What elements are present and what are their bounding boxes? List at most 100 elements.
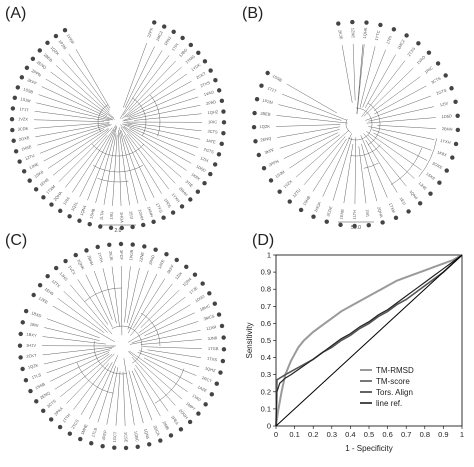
tree-a-leaf-label: 1LTH xyxy=(98,210,105,220)
tree-b-leaf-dot xyxy=(311,214,316,219)
tree-c-leaf-dot xyxy=(95,244,100,250)
tree-c-leaf-label: 1ATE xyxy=(157,258,166,269)
tree-a-leaf-dot xyxy=(151,219,156,225)
tree-b-leaf-dot xyxy=(268,178,274,183)
tree-b-leaf-dot xyxy=(455,113,460,118)
tree-a-leaf-dot xyxy=(87,221,92,227)
tree-c-leaf-label: 2CKT xyxy=(26,353,37,359)
tree-c-leaf-dot xyxy=(53,265,59,271)
tree-b-leaf-dot xyxy=(352,223,357,229)
roc-x-axis-title: 1 - Specificity xyxy=(345,444,393,453)
tree-a-leaf-dot xyxy=(152,20,157,25)
tree-a-leaf-label: 1QN4 xyxy=(79,204,88,216)
roc-x-tick-label: 0.7 xyxy=(401,430,411,439)
tree-c-leaf-label: 1VZX xyxy=(67,264,77,275)
tree-c-leaf-dot xyxy=(31,292,36,298)
roc-x-tick-label: 0.8 xyxy=(420,430,430,439)
tree-a-leaf-dot xyxy=(180,35,185,41)
roc-x-tick-label: 0.3 xyxy=(327,430,337,439)
tree-a-leaf-label: 3TIE xyxy=(184,179,194,189)
tree-c-leaf-label: 2ENQ xyxy=(39,390,51,400)
tree-b-leaf-dot xyxy=(256,152,262,158)
tree-a-leaf-dot xyxy=(21,169,27,174)
tree-c-leaf-dot xyxy=(200,281,205,286)
tree-a-leaf-label: 2ENQ xyxy=(36,59,48,70)
tree-c-leaf-label: 2RCT xyxy=(201,375,213,384)
tree-c-leaf-label: 1QN5 xyxy=(143,428,151,440)
tree-b-leaf-label: 1ZNE xyxy=(350,28,355,39)
tree-b-leaf-dot xyxy=(366,223,371,228)
tree-a-leaf-dot xyxy=(62,28,68,33)
tree-a-leaf-label: 2ZPX xyxy=(146,27,154,38)
tree-c-leaf-label: 1MHE xyxy=(80,423,89,435)
tree-b-leaf-dot xyxy=(453,141,459,147)
tree-c-leaf-dot xyxy=(23,308,29,314)
tree-c-leaf-dot xyxy=(57,424,63,430)
tree-a-leaf-dot xyxy=(49,202,54,207)
tree-b-leaf-dot xyxy=(449,86,454,91)
tree-b-leaf-label: 1VZX xyxy=(282,179,293,190)
tree-b-long-branch xyxy=(356,44,364,115)
tree-c-leaf-dot xyxy=(196,411,201,416)
roc-y-tick-label: 0.7 xyxy=(261,302,271,311)
tree-c-leaf-dot xyxy=(89,441,94,446)
tree-b-leaf-label: 3CTS xyxy=(430,75,442,84)
tree-c-leaf-label: 1WJB xyxy=(128,249,134,260)
tree-a-leaf-label: 3KFF xyxy=(27,77,38,86)
tree-c-leaf-dot xyxy=(158,438,163,443)
roc-x-tick-label: 0.6 xyxy=(382,430,392,439)
tree-c-leaf-dot xyxy=(147,442,152,447)
tree-a-leaf-label: 2BEB xyxy=(43,52,54,63)
tree-a-leaf-dot xyxy=(208,171,213,177)
tree-a-leaf-label: 1GHH xyxy=(137,209,145,221)
tree-c-leaf-label: 3MCS xyxy=(203,313,215,321)
tree-b-leaf-dot xyxy=(364,20,369,25)
tree-b-leaf-dot xyxy=(380,220,385,225)
tree-c-leaf-dot xyxy=(221,347,227,352)
tree-a-leaf-dot xyxy=(216,152,222,157)
tree-b-leaf-label: 1YTC xyxy=(374,30,381,41)
tree-c-leaf-label: 2PAD xyxy=(148,254,156,265)
tree-b-leaf-label: 2QHA xyxy=(376,206,384,218)
tree-c-leaf-dot xyxy=(187,419,193,425)
tree-b-leaf-dot xyxy=(298,207,304,213)
tree-a-leaf-dot xyxy=(141,222,146,228)
tree-c-leaf-dot xyxy=(45,273,50,279)
tree-b-leaf-label: 1JHE xyxy=(417,181,428,192)
tree-c-leaf-dot xyxy=(112,445,117,450)
tree-b-leaf-label: 1SHB xyxy=(302,195,312,207)
tree-a-leaf-dot xyxy=(41,195,46,200)
tree-c-leaf-dot xyxy=(100,443,105,449)
tree-b-leaf-dot xyxy=(253,139,258,144)
tree-a-leaf-label: 1HSE xyxy=(21,144,33,152)
tree-a-leaf-dot xyxy=(67,214,72,219)
tree-c-leaf-dot xyxy=(203,402,208,407)
roc-y-tick-label: 0.3 xyxy=(261,370,271,379)
roc-series-tm-score xyxy=(275,254,463,427)
tree-a-leaf-label: 1VZX xyxy=(18,116,28,121)
tree-c-leaf-label: 2IMB xyxy=(161,420,170,431)
roc-x-tick-label: 1 xyxy=(460,430,464,439)
tree-a-leaf-label: 1JHE xyxy=(28,161,39,170)
tree-a-leaf-label: 1E1I xyxy=(128,211,134,220)
tree-a-leaf-dot xyxy=(212,162,218,167)
tree-a-leaf-dot xyxy=(219,141,224,147)
tree-b-leaf-label: 1P2M xyxy=(262,98,273,105)
tree-a-leaf-label: 2BHH xyxy=(178,186,189,197)
tree-a-leaf-dot xyxy=(170,210,176,215)
tree-a-leaf-dot xyxy=(219,98,225,104)
tree-c-leaf-label: 1D5D xyxy=(194,294,205,304)
tree-c-leaf-label: 1TGB xyxy=(208,346,219,351)
tree-c-leaf-dot xyxy=(178,427,184,432)
tree-a-leaf-dot xyxy=(179,204,185,209)
tree-c-leaf-label: 1BXY xyxy=(26,332,37,338)
tree-b-leaf-dot xyxy=(455,127,461,133)
tree-c-leaf-dot xyxy=(78,436,83,442)
tree-a-leaf-dot xyxy=(202,59,208,64)
tree-a-leaf-dot xyxy=(77,218,82,223)
tree-b-leaf-dot xyxy=(378,22,383,28)
tree-c-leaf-label: 1VA0 xyxy=(191,393,202,403)
tree-b-leaf-dot xyxy=(443,73,448,78)
tree-b-leaf-label: 1E1I xyxy=(399,196,408,206)
tree-a-leaf-dot xyxy=(108,225,114,230)
